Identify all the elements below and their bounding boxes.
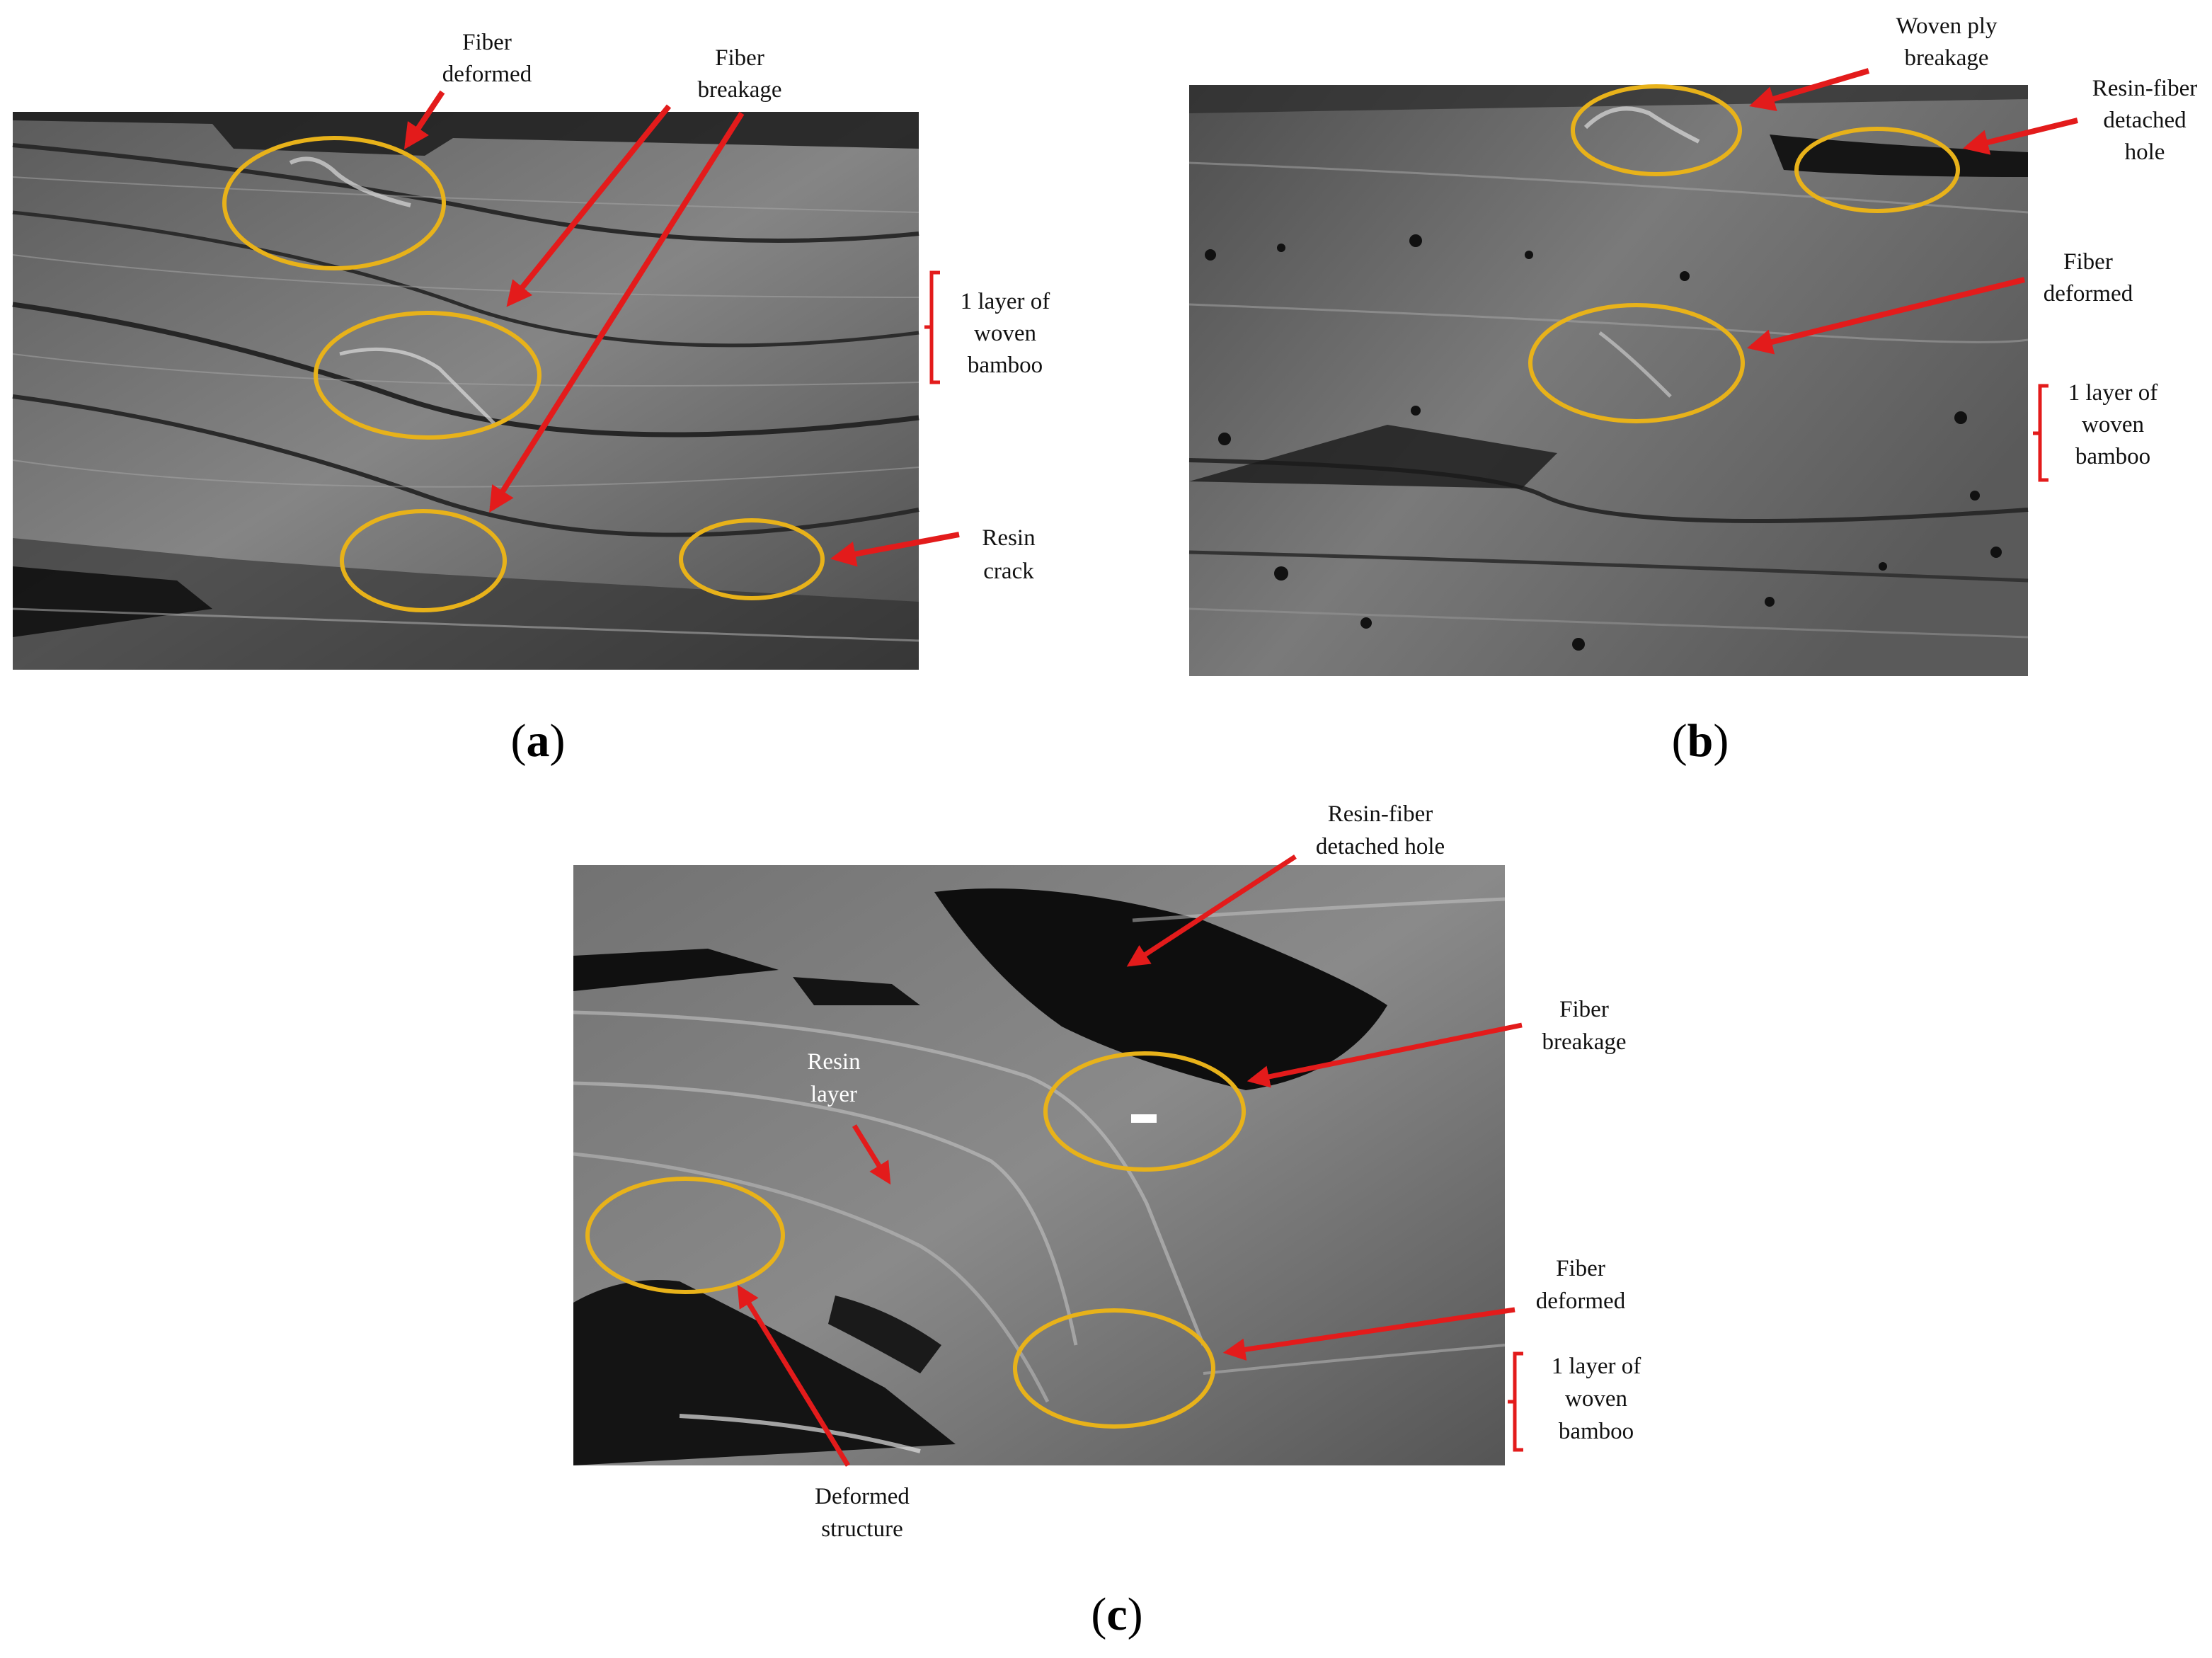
label-layer-woven-bamboo: 1 layer of: [2068, 380, 2157, 406]
label-fiber-deformed: deformed: [1536, 1288, 1626, 1314]
label-deformed-structure: structure: [821, 1516, 902, 1542]
label-layer-woven-bamboo: woven: [2082, 412, 2144, 438]
label-resin-layer: Resin: [807, 1049, 860, 1075]
highlight-ellipse: [679, 518, 825, 600]
label-fiber-deformed: deformed: [442, 62, 532, 87]
layer-bracket: [2033, 384, 2048, 482]
label-resin-crack: Resin: [982, 525, 1035, 551]
highlight-ellipse: [340, 509, 507, 612]
label-layer-woven-bamboo: bamboo: [2075, 444, 2150, 469]
sem-image-c: [573, 865, 1506, 1465]
highlight-ellipse: [1571, 84, 1742, 176]
label-fiber-deformed: Fiber: [462, 30, 512, 55]
annotation-arrow: [489, 111, 745, 513]
annotation-arrow: [852, 1124, 891, 1185]
highlight-ellipse: [222, 136, 446, 270]
annotation-arrow: [404, 90, 445, 149]
label-layer-woven-bamboo: 1 layer of: [961, 289, 1050, 314]
annotation-arrow: [737, 1284, 850, 1467]
label-resin-fiber-hole: detached hole: [1316, 834, 1445, 859]
label-resin-fiber-hole: detached: [2103, 108, 2187, 133]
label-layer-woven-bamboo: bamboo: [1559, 1419, 1634, 1444]
label-layer-woven-bamboo: bamboo: [968, 353, 1043, 378]
label-woven-ply-breakage: Woven ply: [1896, 13, 1998, 39]
highlight-ellipse: [1043, 1051, 1246, 1172]
annotation-arrow: [1126, 854, 1297, 967]
panel-b: Woven ply breakage Resin-fiber detached …: [1188, 13, 2197, 767]
label-deformed-structure: Deformed: [815, 1484, 910, 1509]
layer-bracket: [1508, 1351, 1523, 1452]
label-resin-crack: crack: [983, 559, 1034, 584]
caption-b: (b): [1672, 715, 1729, 767]
label-resin-layer: layer: [810, 1082, 857, 1107]
annotation-arrow: [1222, 1307, 1515, 1361]
annotation-arrow: [1247, 1022, 1523, 1088]
label-resin-fiber-hole: hole: [2125, 139, 2165, 165]
label-layer-woven-bamboo: woven: [974, 321, 1036, 346]
panel-a: Fiber deformed Fiber breakage 1 layer of…: [12, 30, 1050, 767]
annotation-arrow: [830, 532, 960, 567]
highlight-ellipse: [1794, 127, 1960, 213]
label-fiber-breakage: breakage: [697, 77, 781, 103]
annotation-arrow: [1963, 118, 2078, 155]
label-fiber-breakage: breakage: [1542, 1029, 1626, 1055]
label-resin-fiber-hole: Resin-fiber: [2092, 76, 2197, 101]
label-woven-ply-breakage: breakage: [1904, 45, 1988, 71]
caption-c: (c): [1091, 1589, 1142, 1640]
label-resin-fiber-hole: Resin-fiber: [1328, 801, 1433, 827]
label-fiber-deformed: Fiber: [2063, 249, 2113, 275]
label-layer-woven-bamboo: woven: [1565, 1386, 1627, 1412]
layer-bracket: [924, 270, 940, 384]
label-fiber-deformed: deformed: [2044, 281, 2133, 307]
panel-c: Resin-fiber detached hole Fiber breakage…: [573, 801, 1641, 1640]
annotation-arrow: [506, 104, 672, 307]
annotation-arrow: [1749, 68, 1870, 112]
highlight-ellipse: [314, 311, 541, 440]
label-fiber-deformed: Fiber: [1556, 1256, 1605, 1281]
label-layer-woven-bamboo: 1 layer of: [1552, 1354, 1641, 1379]
highlight-ellipse: [585, 1177, 785, 1294]
highlight-ellipse: [1528, 303, 1745, 423]
highlight-ellipse: [1013, 1308, 1215, 1429]
label-fiber-breakage: Fiber: [715, 45, 764, 71]
annotation-arrow: [1747, 277, 2025, 355]
sem-image-b: [1188, 85, 2029, 676]
label-fiber-breakage: Fiber: [1559, 997, 1609, 1022]
caption-a: (a): [511, 715, 566, 767]
sem-image-a: [12, 112, 919, 670]
